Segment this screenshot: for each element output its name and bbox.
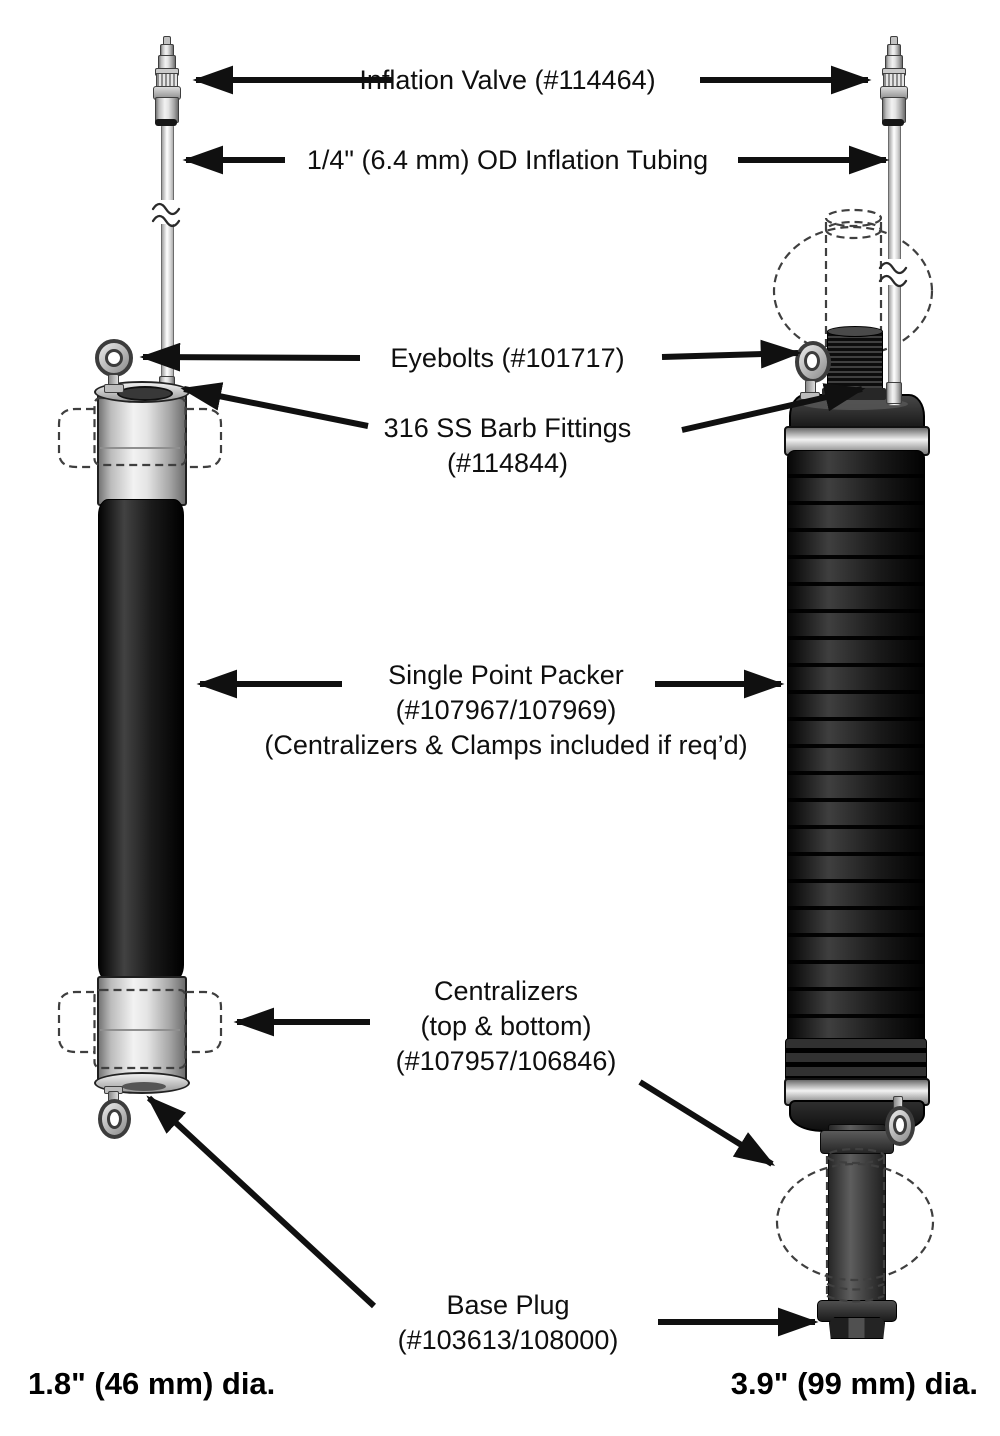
arrow-eyebolts-left [139,342,361,372]
large-bottom-eyebolt [883,1094,917,1150]
label-line-2: (top & bottom) [420,1011,592,1041]
large-packer-body [787,450,925,1084]
eyebolt-base [800,392,820,400]
label-text: Eyebolts (#101717) [390,343,625,373]
eyebolt-hole [804,351,820,371]
arrow-base-plug-left [146,1095,377,1309]
label-text: Inflation Valve (#114464) [359,65,656,95]
eyebolt-hole [107,1109,122,1129]
large-inflation-tubing [888,124,901,406]
large-packer-bottom-rings [785,1038,927,1082]
eyebolt-base [104,384,124,393]
large-top-eyebolt [793,339,833,401]
label-line-1: 316 SS Barb Fittings [383,413,632,443]
label-line-1: Centralizers [433,976,579,1006]
label-inflation-valve: Inflation Valve (#114464) [305,63,710,98]
large-packer-threaded-collar-top [827,326,883,337]
label-text: 1.8" (46 mm) dia. [28,1366,276,1401]
small-top-eyebolt [93,337,135,395]
eyebolt-hole [105,349,123,367]
label-line-3: (#107957/106846) [395,1046,617,1076]
label-line-1: Single Point Packer [388,660,624,690]
label-small-packer-diameter: 1.8" (46 mm) dia. [28,1366,348,1402]
label-line-3: (Centralizers & Clamps included if req’d… [264,730,748,760]
small-bottom-eyebolt [96,1085,136,1143]
small-packer-base [97,976,187,1086]
small-packer-base-shadow [122,1082,166,1091]
small-inflation-valve [150,34,184,128]
small-packer-base-seam [100,1029,180,1031]
label-centralizers: Centralizers (top & bottom) (#107957/106… [326,974,686,1079]
valve-lower-body [155,97,179,123]
large-packer-base-plug-hex [829,1317,885,1339]
large-inflation-valve [877,34,911,128]
eyebolt-ring [885,1106,915,1146]
small-inflation-tubing [161,124,174,392]
label-text: 3.9" (99 mm) dia. [730,1366,978,1401]
small-packer-head-seam [100,447,180,449]
eyebolt-hole [893,1115,907,1135]
label-line-2: (#107967/107969) [395,695,617,725]
label-inflation-tubing: 1/4" (6.4 mm) OD Inflation Tubing [255,143,760,178]
small-packer-head [97,392,187,506]
large-packer-threaded-collar [827,330,883,396]
label-line-1: Base Plug [446,1290,570,1320]
label-single-point-packer: Single Point Packer (#107967/107969) (Ce… [203,658,809,763]
label-text: 1/4" (6.4 mm) OD Inflation Tubing [306,145,709,175]
small-packer-body [98,499,184,981]
arrow-centralizers-right [638,1079,776,1167]
label-large-packer-diameter: 3.9" (99 mm) dia. [693,1366,978,1402]
valve-oring [155,119,177,126]
label-line-2: (#114844) [446,448,569,478]
label-base-plug: Base Plug (#103613/108000) [328,1288,688,1358]
large-barb-fitting [886,382,902,404]
label-eyebolts: Eyebolts (#101717) [330,341,685,376]
valve-oring [882,119,904,126]
label-line-2: (#103613/108000) [397,1325,619,1355]
label-barb-fittings: 316 SS Barb Fittings (#114844) [330,411,685,481]
